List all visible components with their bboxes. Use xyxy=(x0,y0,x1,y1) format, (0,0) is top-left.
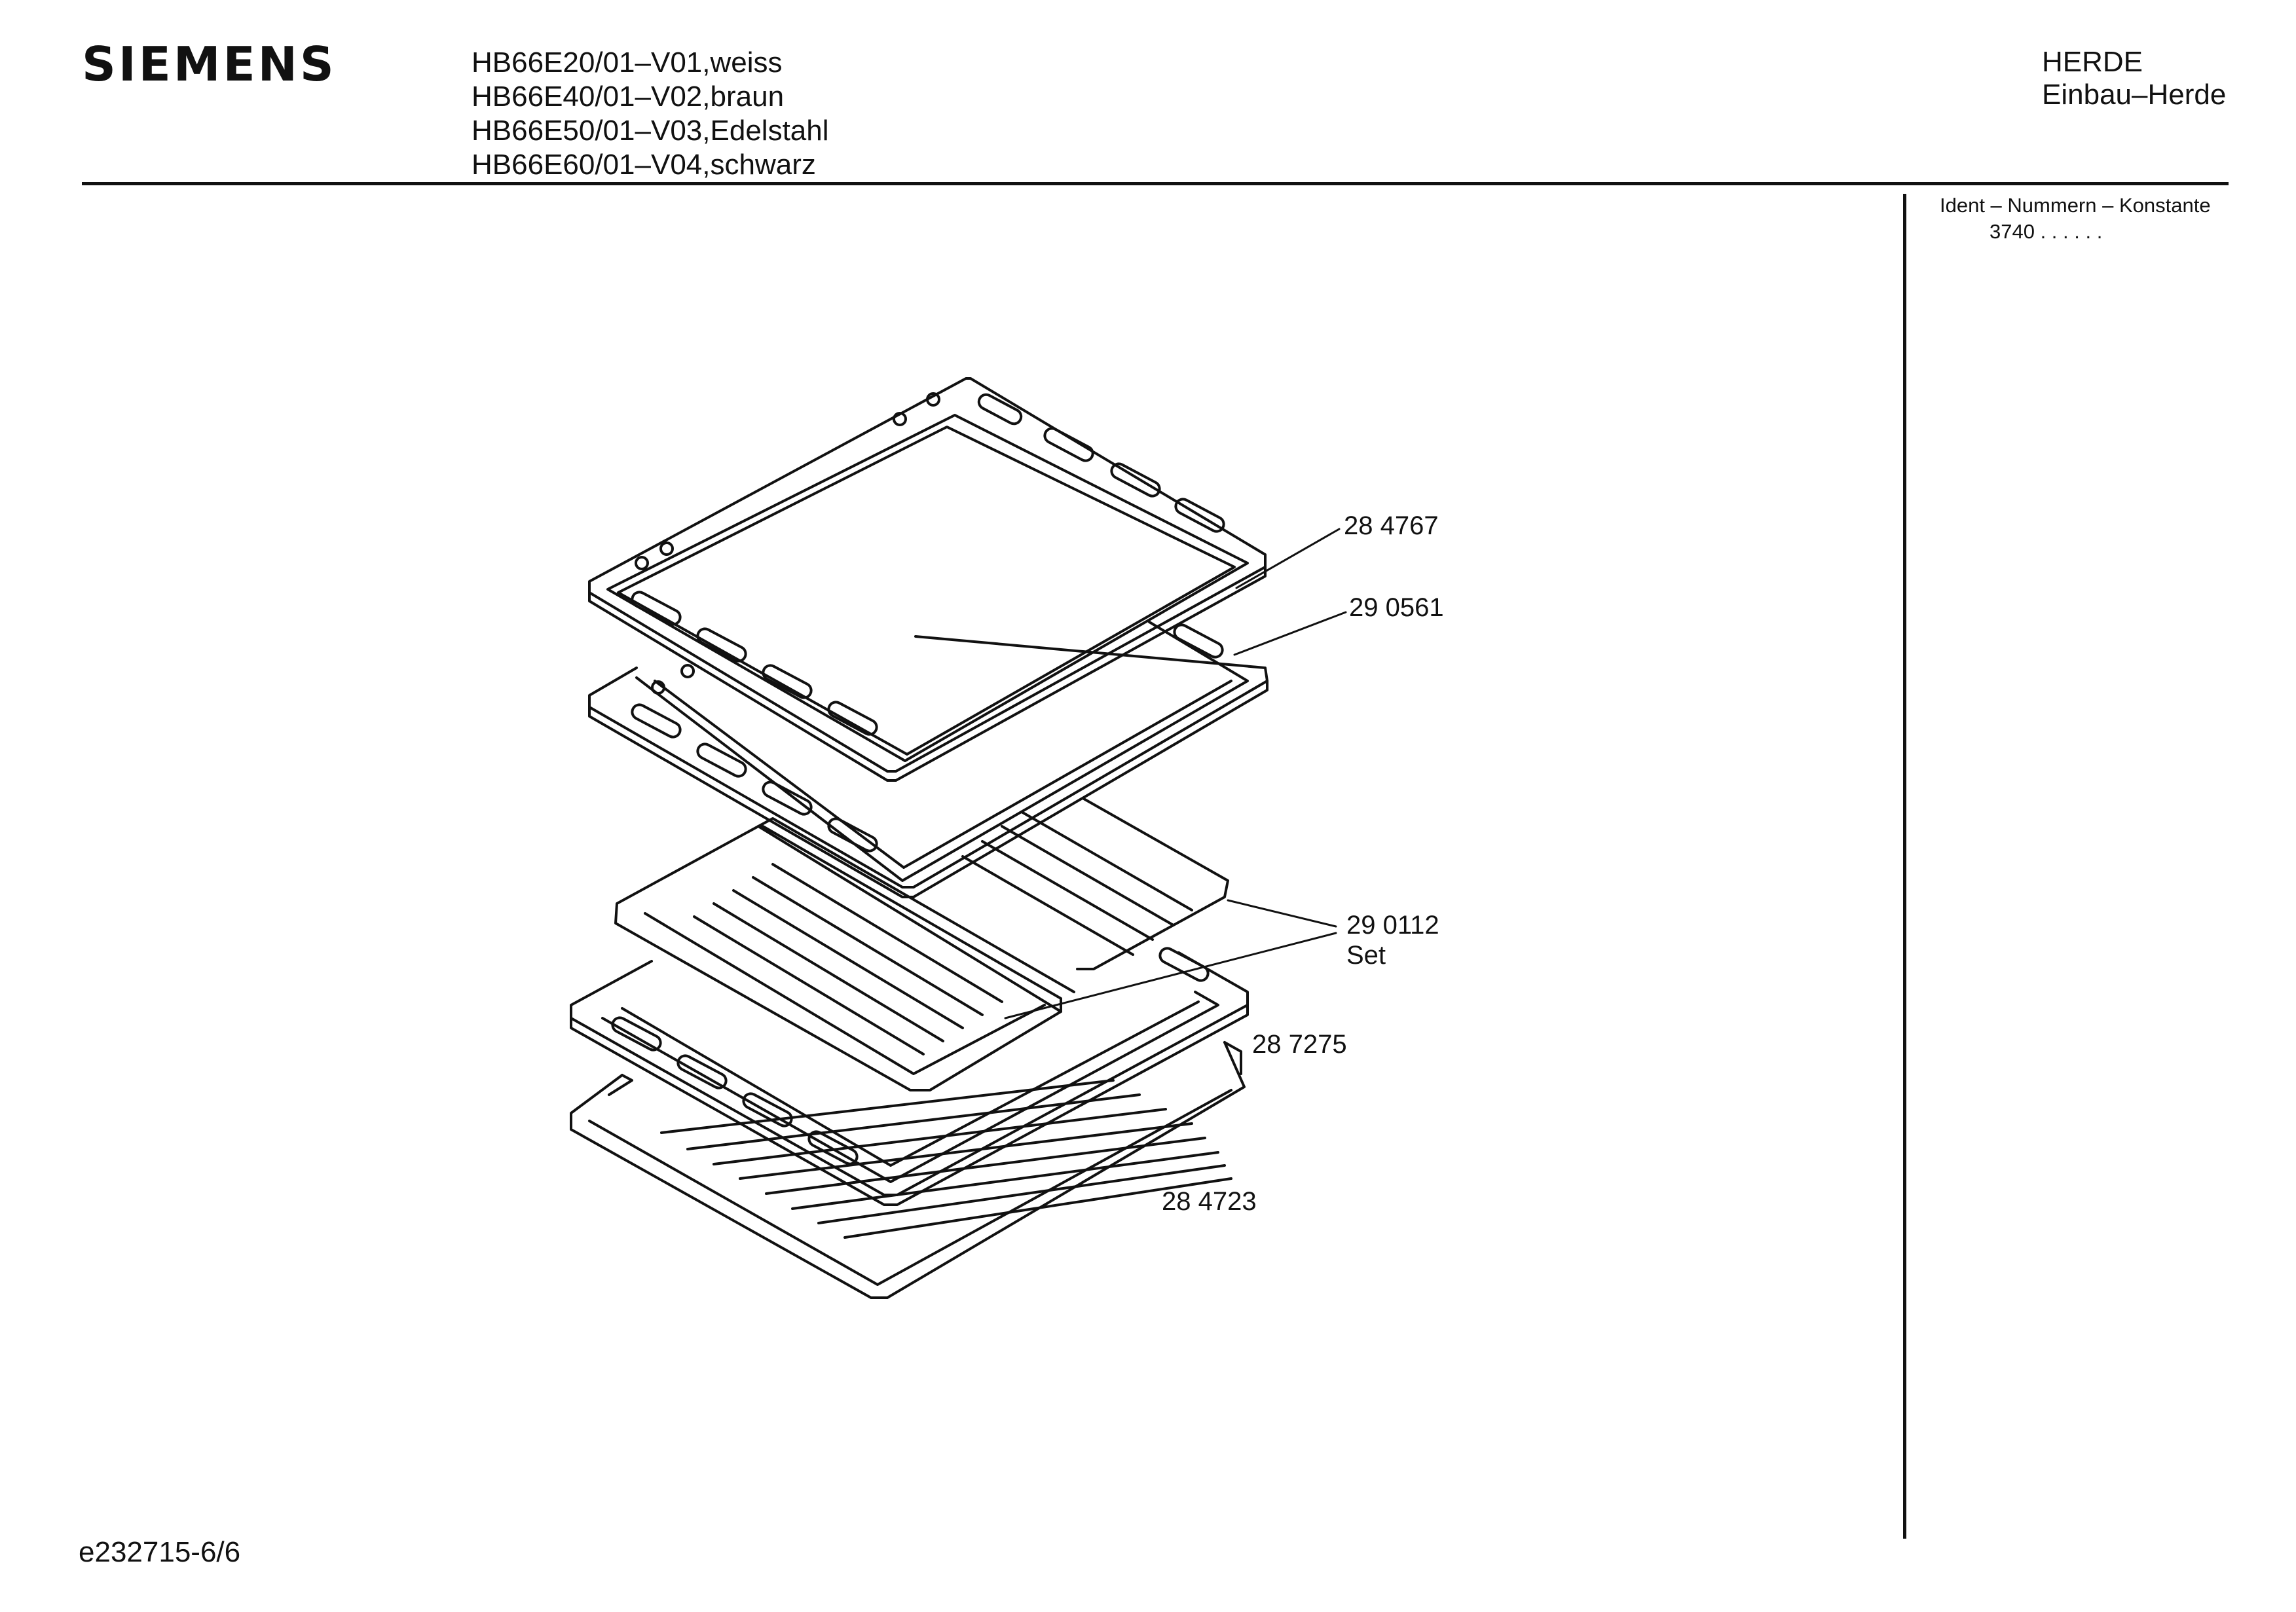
part-number-label: 29 0561 xyxy=(1349,593,1444,622)
part-number-label: 29 0112 xyxy=(1346,911,1439,940)
sidebar-divider xyxy=(1903,194,1906,1539)
grill-insert-set-part xyxy=(614,797,1229,1091)
brand-logo: SIEMENS xyxy=(82,37,337,92)
header-divider xyxy=(82,182,2229,185)
model-line: HB66E40/01–V02,braun xyxy=(472,81,785,113)
part-number-label: 28 4767 xyxy=(1344,511,1439,540)
model-line: HB66E50/01–V03,Edelstahl xyxy=(472,115,829,147)
part-number-label: 28 7275 xyxy=(1252,1030,1347,1059)
frame-top-part xyxy=(588,377,1267,782)
category-title: HERDE xyxy=(2042,46,2143,78)
wire-rack-part xyxy=(570,1041,1246,1299)
category-subtitle: Einbau–Herde xyxy=(2042,79,2227,111)
part-number-label: 28 4723 xyxy=(1162,1187,1257,1216)
part-note-label: Set xyxy=(1346,941,1386,970)
ident-label: Ident – Nummern – Konstante xyxy=(1940,194,2211,217)
category-block: HERDE Einbau–Herde xyxy=(2042,46,2226,111)
ident-value: 3740 . . . . . . xyxy=(1990,220,2103,243)
model-line: HB66E60/01–V04,schwarz xyxy=(472,149,816,181)
model-line: HB66E20/01–V01,weiss xyxy=(472,46,783,79)
leader-lines xyxy=(1004,528,1347,1019)
ident-block: Ident – Nummern – Konstante 3740 . . . .… xyxy=(1940,192,2211,245)
drawing-id: e232715-6/6 xyxy=(79,1536,241,1568)
baking-tray-part xyxy=(570,947,1249,1206)
model-list: HB66E20/01–V01,weiss HB66E40/01–V02,brau… xyxy=(472,46,829,182)
